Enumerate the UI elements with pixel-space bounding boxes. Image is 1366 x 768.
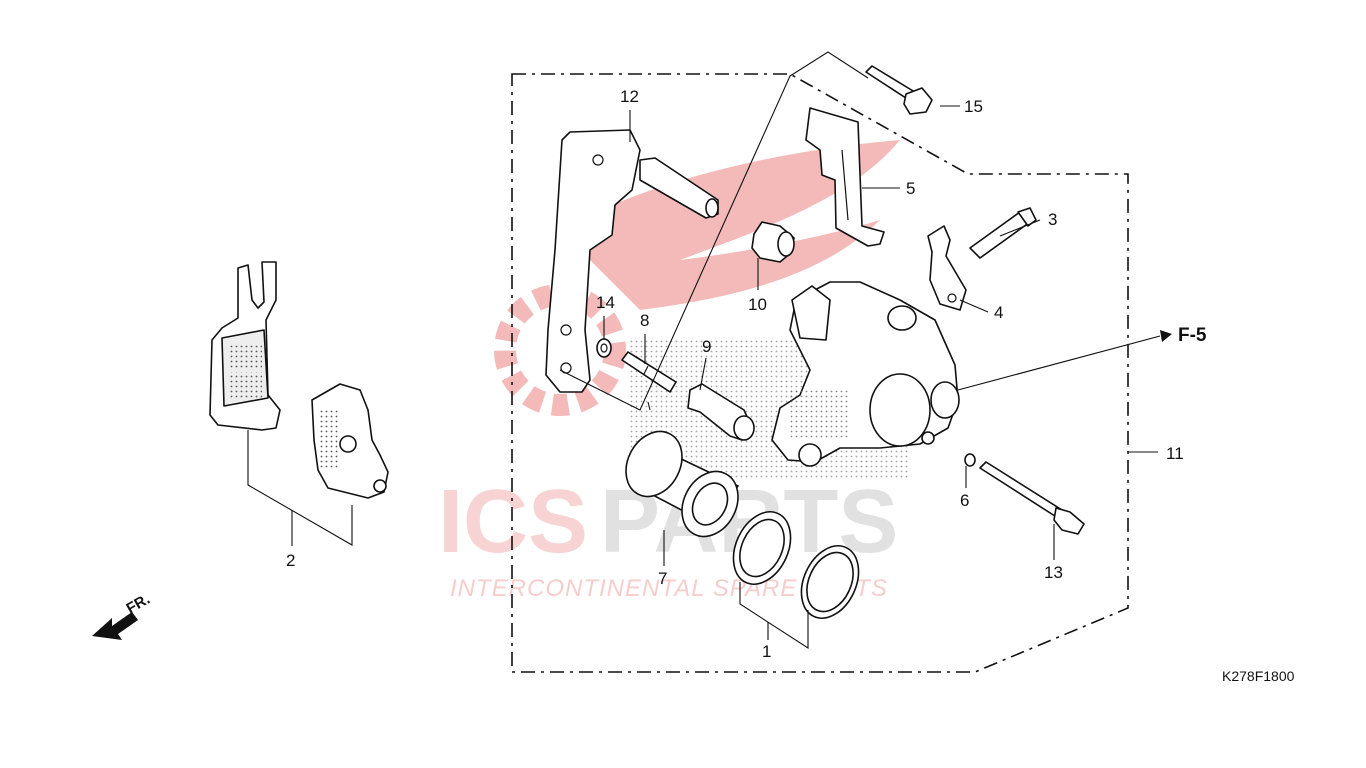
slide-pin	[621, 351, 677, 393]
front-direction-label: FR.	[124, 591, 153, 618]
brake-pad-outer	[209, 261, 281, 431]
dust-seal	[800, 545, 860, 619]
pad-pin	[979, 461, 1085, 535]
callout-11: 11	[1166, 444, 1184, 463]
callout-1: 1	[762, 642, 771, 661]
callout-4: 4	[994, 303, 1003, 322]
guide-bolt	[687, 383, 755, 441]
brake-pad-inner	[311, 383, 389, 499]
callout-10: 10	[748, 295, 767, 314]
washer-6	[964, 453, 976, 467]
callout-7: 7	[658, 569, 667, 588]
callout-12: 12	[620, 87, 639, 106]
watermark-wing-logo	[494, 140, 900, 416]
front-direction-arrow: FR.	[92, 591, 153, 640]
callout-3: 3	[1048, 210, 1057, 229]
assembly-frame	[511, 73, 1129, 673]
watermark-brand-left: ICS	[438, 472, 588, 572]
callout-13: 13	[1044, 563, 1063, 582]
caliper-body	[771, 281, 960, 467]
reference-label: F-5	[1178, 325, 1207, 346]
leader-2	[247, 430, 353, 546]
callout-5: 5	[906, 179, 915, 198]
bleeder-cap	[927, 225, 967, 311]
callout-6: 6	[960, 491, 969, 510]
caliper-piston	[625, 430, 739, 538]
pin-boot	[751, 221, 795, 263]
pad-spring	[805, 107, 885, 247]
callout-14: 14	[596, 293, 615, 312]
callouts: 1 2 3 4 5 6 7 8 9 10 11 12 13 14 15	[286, 87, 1184, 661]
retaining-ring	[596, 338, 612, 358]
caliper-bracket	[545, 129, 719, 393]
bleeder-screw	[969, 207, 1037, 259]
leader-lines	[559, 51, 1172, 650]
callout-8: 8	[640, 311, 649, 330]
diagram-code: K278F1800	[1222, 668, 1295, 684]
callout-15: 15	[964, 97, 983, 116]
callout-9: 9	[702, 337, 711, 356]
bolt-15	[865, 65, 933, 115]
piston-seal	[732, 511, 792, 585]
callout-2: 2	[286, 551, 295, 570]
